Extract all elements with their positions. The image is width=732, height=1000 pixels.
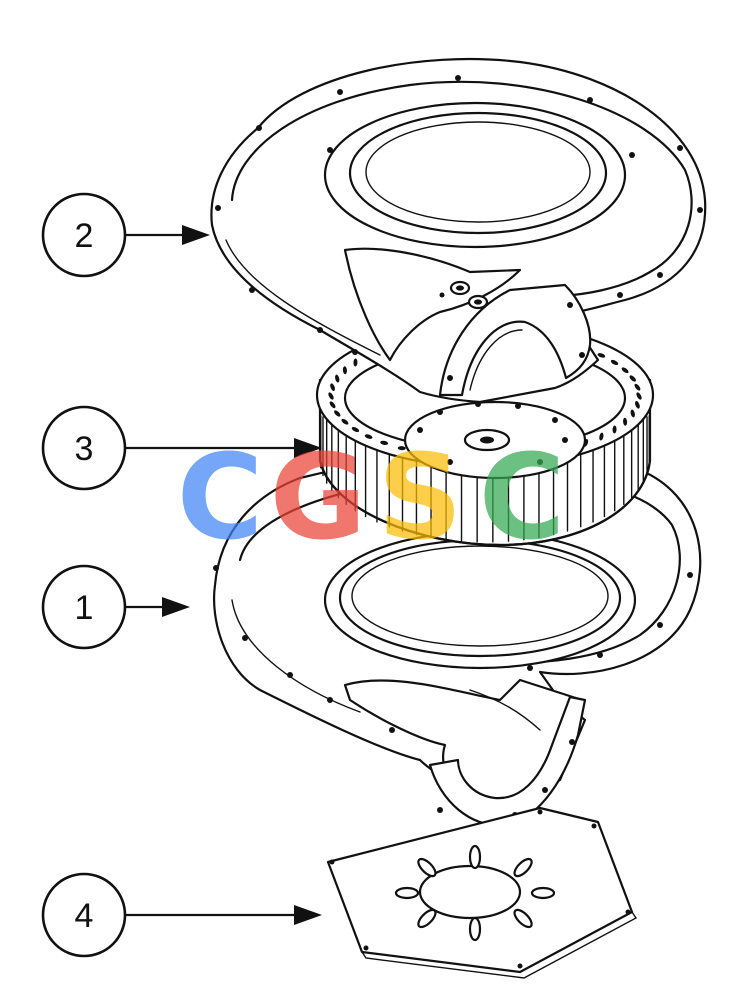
impeller-slot (380, 440, 389, 445)
impeller-slot (629, 375, 636, 382)
callout-2: 2 (41, 192, 210, 278)
callout-1: 1 (41, 564, 190, 650)
impeller-slot (612, 425, 617, 434)
hex-plate-bolt-holes (329, 809, 631, 969)
watermark-letter: G (270, 428, 367, 566)
callout-3: 3 (41, 405, 322, 491)
hub-bolt-holes (417, 401, 568, 465)
impeller-slot (335, 374, 340, 383)
hex-mounting-plate (326, 806, 638, 979)
hex-plate-slot (417, 908, 437, 929)
hex-plate-slot (530, 886, 556, 900)
impeller-slot (353, 358, 358, 367)
impeller-slot (341, 418, 349, 425)
impeller-slot (342, 366, 347, 375)
watermark-letter: S (378, 428, 463, 566)
hex-plate-slot (417, 857, 437, 878)
impeller-slot (621, 367, 629, 374)
impeller-slot (610, 359, 619, 366)
impeller-slot (599, 432, 604, 441)
callout-2-label: 2 (75, 217, 94, 255)
impeller-slot (351, 426, 360, 433)
impeller-slot (330, 383, 335, 391)
watermark-letter: C (177, 428, 264, 566)
callout-1-label: 1 (75, 589, 94, 627)
callout-3-label: 3 (75, 430, 94, 468)
upper-housing (210, 57, 707, 404)
impeller-slot (397, 446, 406, 451)
lower-housing-bolt-holes (213, 565, 693, 818)
watermark-letter: C (479, 428, 566, 566)
impeller-slot (630, 409, 635, 418)
hex-plate-slot (394, 886, 420, 900)
hex-plate-slot (513, 908, 533, 929)
impeller-slot (334, 410, 341, 417)
lower-housing (213, 450, 702, 827)
impeller-slot (623, 417, 628, 426)
impeller-slot (636, 392, 642, 400)
hex-plate-slot (513, 857, 533, 878)
callout-4: 4 (41, 872, 322, 958)
impeller-slot (597, 353, 606, 358)
hex-plate-slot (468, 916, 482, 942)
hex-plate-slot (468, 844, 482, 870)
impeller-slot (328, 392, 334, 400)
upper-housing-bolt-holes (215, 75, 703, 381)
impeller-slot (329, 401, 336, 409)
callout-4-label: 4 (75, 897, 94, 935)
hex-plate-slots (394, 844, 556, 942)
impeller-slot (634, 383, 641, 391)
impeller-slot (364, 434, 373, 439)
impeller-slot (635, 401, 640, 409)
